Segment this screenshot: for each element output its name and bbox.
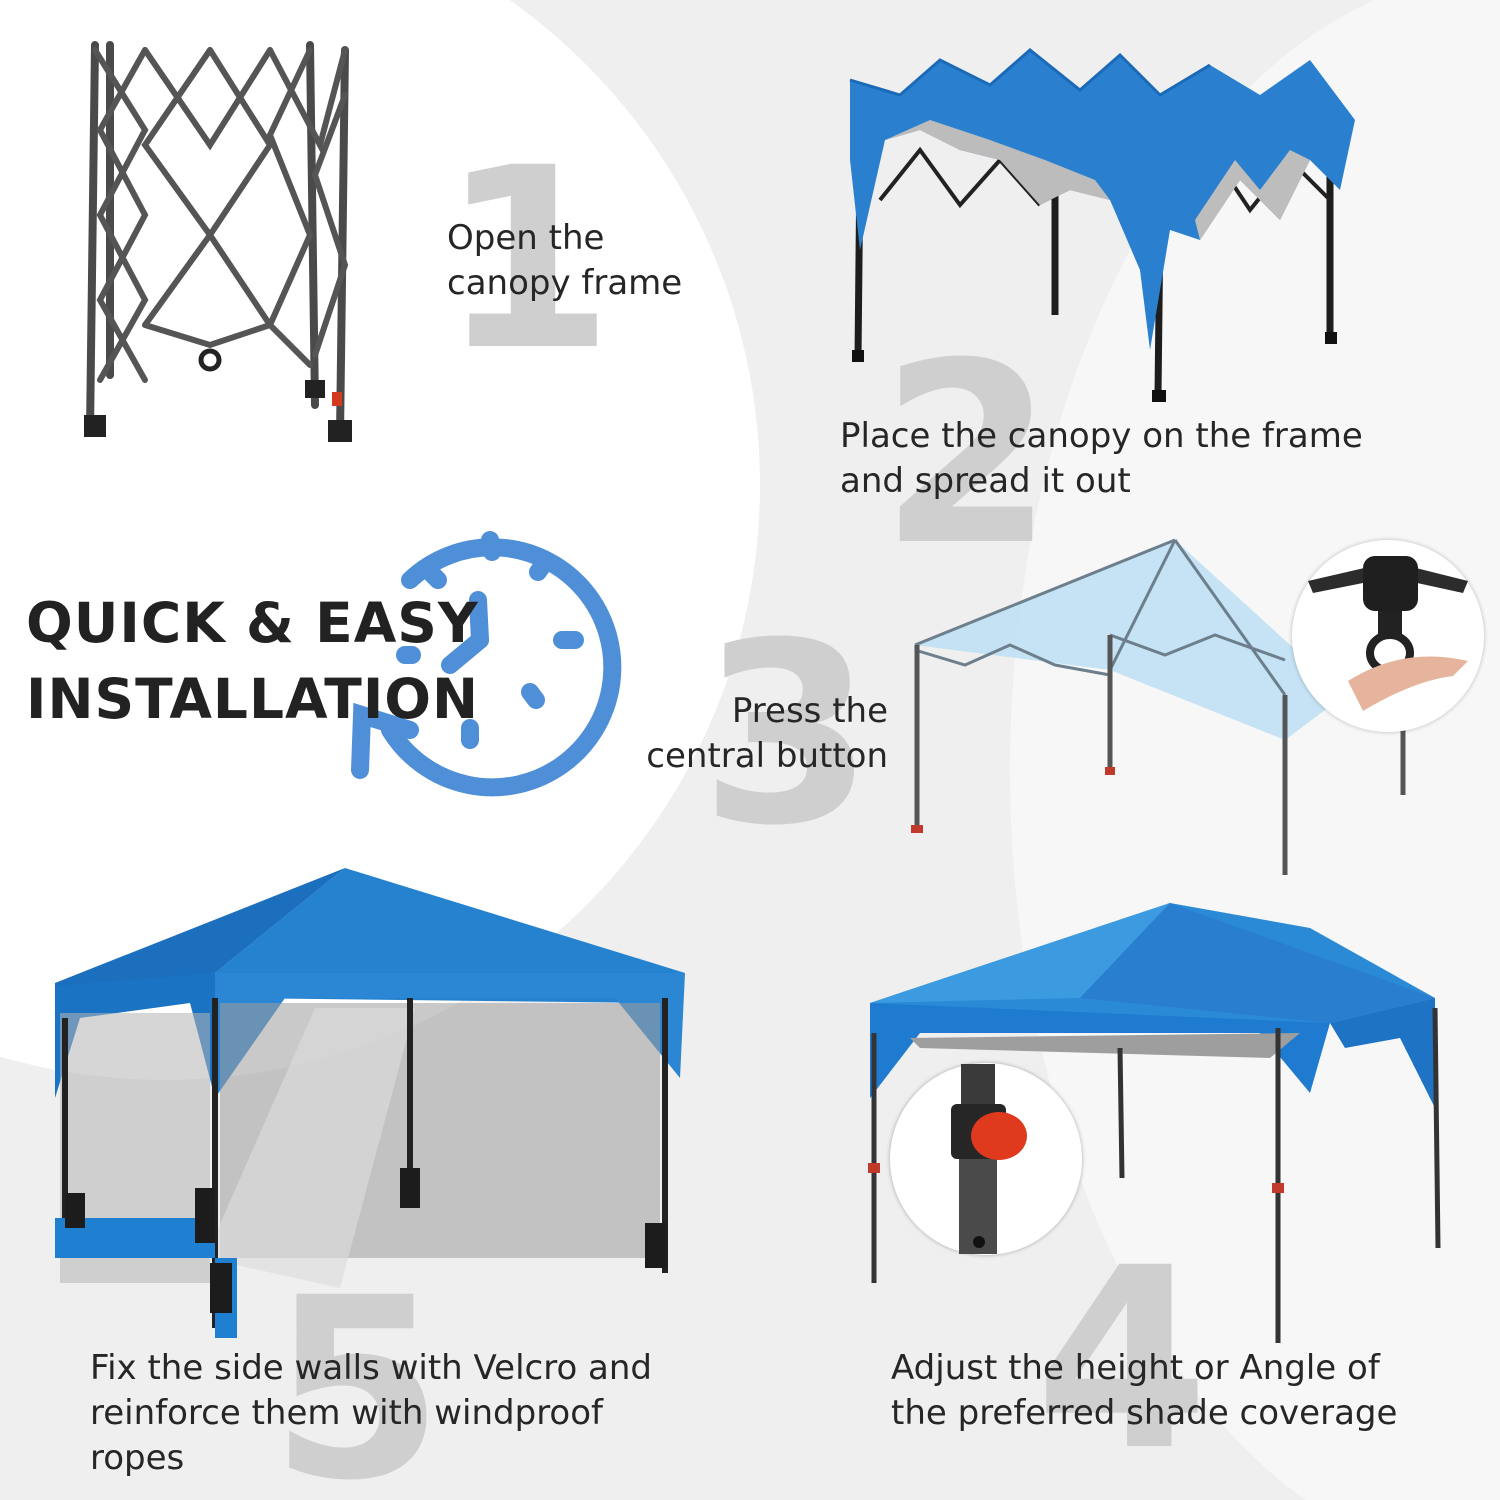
step-3-line-2: central button [646,736,888,777]
folding-frame-icon [84,41,352,442]
step-2-line-1: Place the canopy on the frame [840,416,1363,456]
step-5-number: 5 [270,1244,444,1500]
frame-with-transparent-canopy-image [911,538,1406,875]
step-4-number: 4 [1035,1214,1209,1500]
step-2-line-2: and spread it out [840,461,1131,502]
step-5-line-2: reinforce them with windproof [90,1393,604,1434]
step-4-line-1: Adjust the height or Angle of [891,1348,1380,1388]
leg-lock-icon [951,1064,1027,1254]
step-1-number: 1 [440,114,614,405]
step-5-line-1: Fix the side walls with Velcro and [90,1348,653,1388]
headline-line-1: QUICK & EASY [26,591,479,655]
step-2-caption: Place the canopy on the frame and spread… [840,414,1363,504]
step-5-line-3: ropes [90,1438,185,1479]
step-2-number: 2 [880,309,1054,600]
step-3-caption: Press the central button [620,689,888,779]
step-4-caption-text: Adjust the height or Angle of the prefer… [891,1346,1397,1436]
step-1-caption: Open the canopy frame [447,216,682,306]
headline: QUICK & EASY INSTALLATION [26,586,479,738]
canopy-with-side-walls-image [55,868,685,1338]
step-4-line-2: the preferred shade coverage [891,1393,1398,1434]
draped-canopy-image [849,48,1355,402]
step-5-caption: Fix the side walls with Velcro and reinf… [90,1346,652,1482]
step-1-line-1: Open the [447,218,605,258]
central-hub-button-icon [1308,556,1468,711]
adjusted-canopy-image [868,903,1441,1343]
clock-refresh-icon [351,531,622,797]
step-1-line-2: canopy frame [447,263,683,304]
step-3-number: 3 [700,589,874,880]
headline-line-2: INSTALLATION [26,666,480,731]
step-3-line-1: Press the [731,691,888,731]
